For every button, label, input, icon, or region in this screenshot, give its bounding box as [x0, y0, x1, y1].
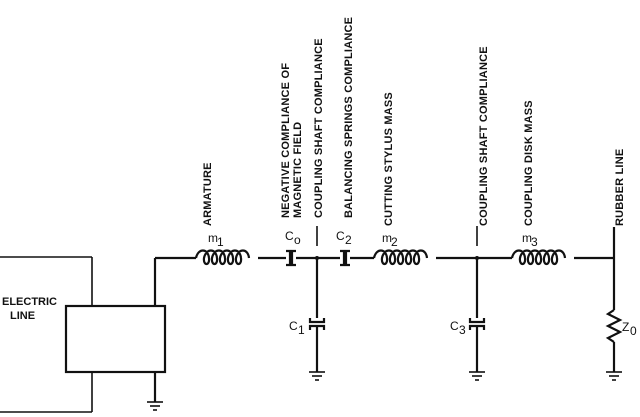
source-ground-symbol: [147, 401, 163, 411]
svg-text:3: 3: [459, 323, 466, 337]
source-box: [64, 304, 167, 374]
c1-symbol: C 1: [289, 319, 305, 337]
svg-text:o: o: [294, 233, 301, 247]
svg-text:C: C: [450, 319, 459, 333]
svg-text:0: 0: [630, 324, 637, 338]
m3-description: COUPLING DISK MASS: [523, 100, 535, 226]
rubber-line-description: RUBBER LINE: [614, 149, 626, 226]
m2-description: CUTTING STYLUS MASS: [383, 92, 395, 226]
svg-text:3: 3: [531, 235, 538, 249]
svg-text:m: m: [382, 231, 392, 245]
c0-description-line2: MAGNETIC FIELD: [292, 122, 304, 218]
z0-resistor: [605, 309, 623, 343]
coupling2-description: COUPLING SHAFT COMPLIANCE: [478, 46, 490, 226]
c0-description-line1: NEGATIVE COMPLIANCE OF: [280, 63, 292, 218]
svg-text:m: m: [208, 231, 218, 245]
svg-text:2: 2: [345, 233, 352, 247]
m1-symbol: m 1: [208, 231, 224, 249]
c0-capacitor: [286, 249, 296, 267]
svg-text:2: 2: [391, 235, 398, 249]
electric-label-line2: LINE: [10, 310, 35, 322]
m2-inductor: [372, 249, 429, 266]
c2-capacitor: [340, 249, 350, 267]
z0-symbol: Z 0: [622, 320, 637, 338]
z0-ground-symbol: [606, 371, 622, 381]
c0-symbol: C o: [285, 229, 301, 247]
svg-text:C: C: [289, 319, 298, 333]
c1-ground-symbol: [309, 371, 325, 381]
m3-inductor: [510, 249, 567, 266]
m1-description: ARMATURE: [202, 162, 214, 226]
svg-text:m: m: [522, 231, 532, 245]
svg-text:C: C: [285, 229, 294, 243]
m1-inductor: [194, 249, 251, 266]
m2-symbol: m 2: [382, 231, 398, 249]
svg-text:Z: Z: [622, 320, 629, 334]
electric-line-source: ELECTRIC LINE: [0, 256, 167, 413]
svg-text:1: 1: [217, 235, 224, 249]
electric-label-line1: ELECTRIC: [2, 296, 57, 308]
svg-text:C: C: [336, 229, 345, 243]
m3-symbol: m 3: [522, 231, 538, 249]
svg-text:1: 1: [298, 323, 305, 337]
coupling1-description: COUPLING SHAFT COMPLIANCE: [313, 38, 325, 218]
c2-description: BALANCING SPRINGS COMPLIANCE: [343, 17, 355, 218]
c2-symbol: C 2: [336, 229, 352, 247]
c3-ground-symbol: [469, 371, 485, 381]
c3-symbol: C 3: [450, 319, 466, 337]
